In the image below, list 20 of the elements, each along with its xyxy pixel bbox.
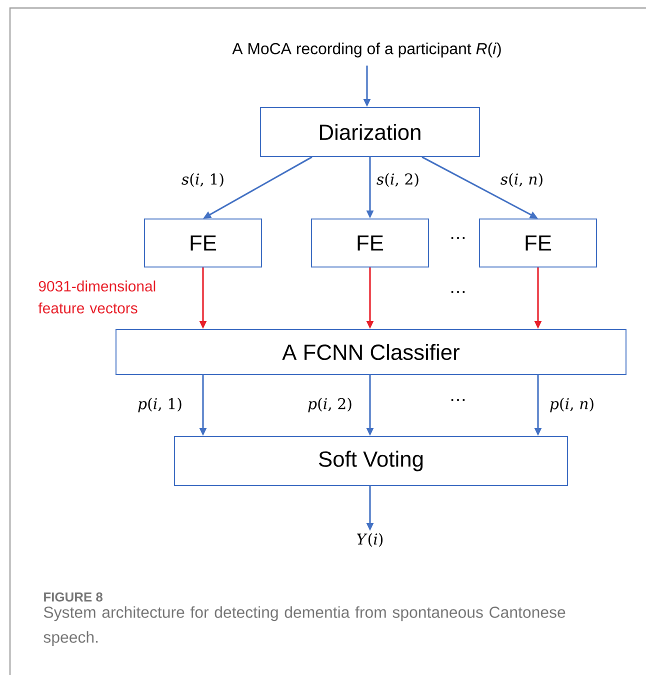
edge-label: p(i, 1)	[136, 396, 184, 414]
edge-label: s(i, 2)	[375, 172, 421, 188]
edge-label: p(i, n)	[548, 396, 596, 414]
output-label: Y(i)	[356, 533, 383, 547]
ellipsis: …	[451, 399, 465, 401]
input-label: A MoCA recording of a participant R(i)	[232, 42, 501, 58]
edge-label: p(i, 2)	[306, 396, 354, 414]
process-box: FE	[311, 218, 429, 268]
process-box: FE	[479, 218, 597, 268]
process-box: A FCNN Classifier	[116, 329, 626, 375]
process-box: Diarization	[260, 107, 480, 157]
edge-label: s(i, 1)	[180, 172, 226, 188]
ellipsis: …	[451, 291, 465, 293]
process-box: FE	[144, 218, 262, 268]
caption: System architecture for detecting dementia from spontaneous Cantonese speech.	[44, 606, 566, 646]
ellipsis: …	[451, 237, 465, 239]
process-box: Soft Voting	[174, 436, 568, 486]
edge-label: s(i, n)	[499, 172, 545, 188]
figure-number: FIGURE 8	[44, 592, 103, 602]
edge-label: 9031-dimensional feature vectors	[38, 280, 156, 314]
